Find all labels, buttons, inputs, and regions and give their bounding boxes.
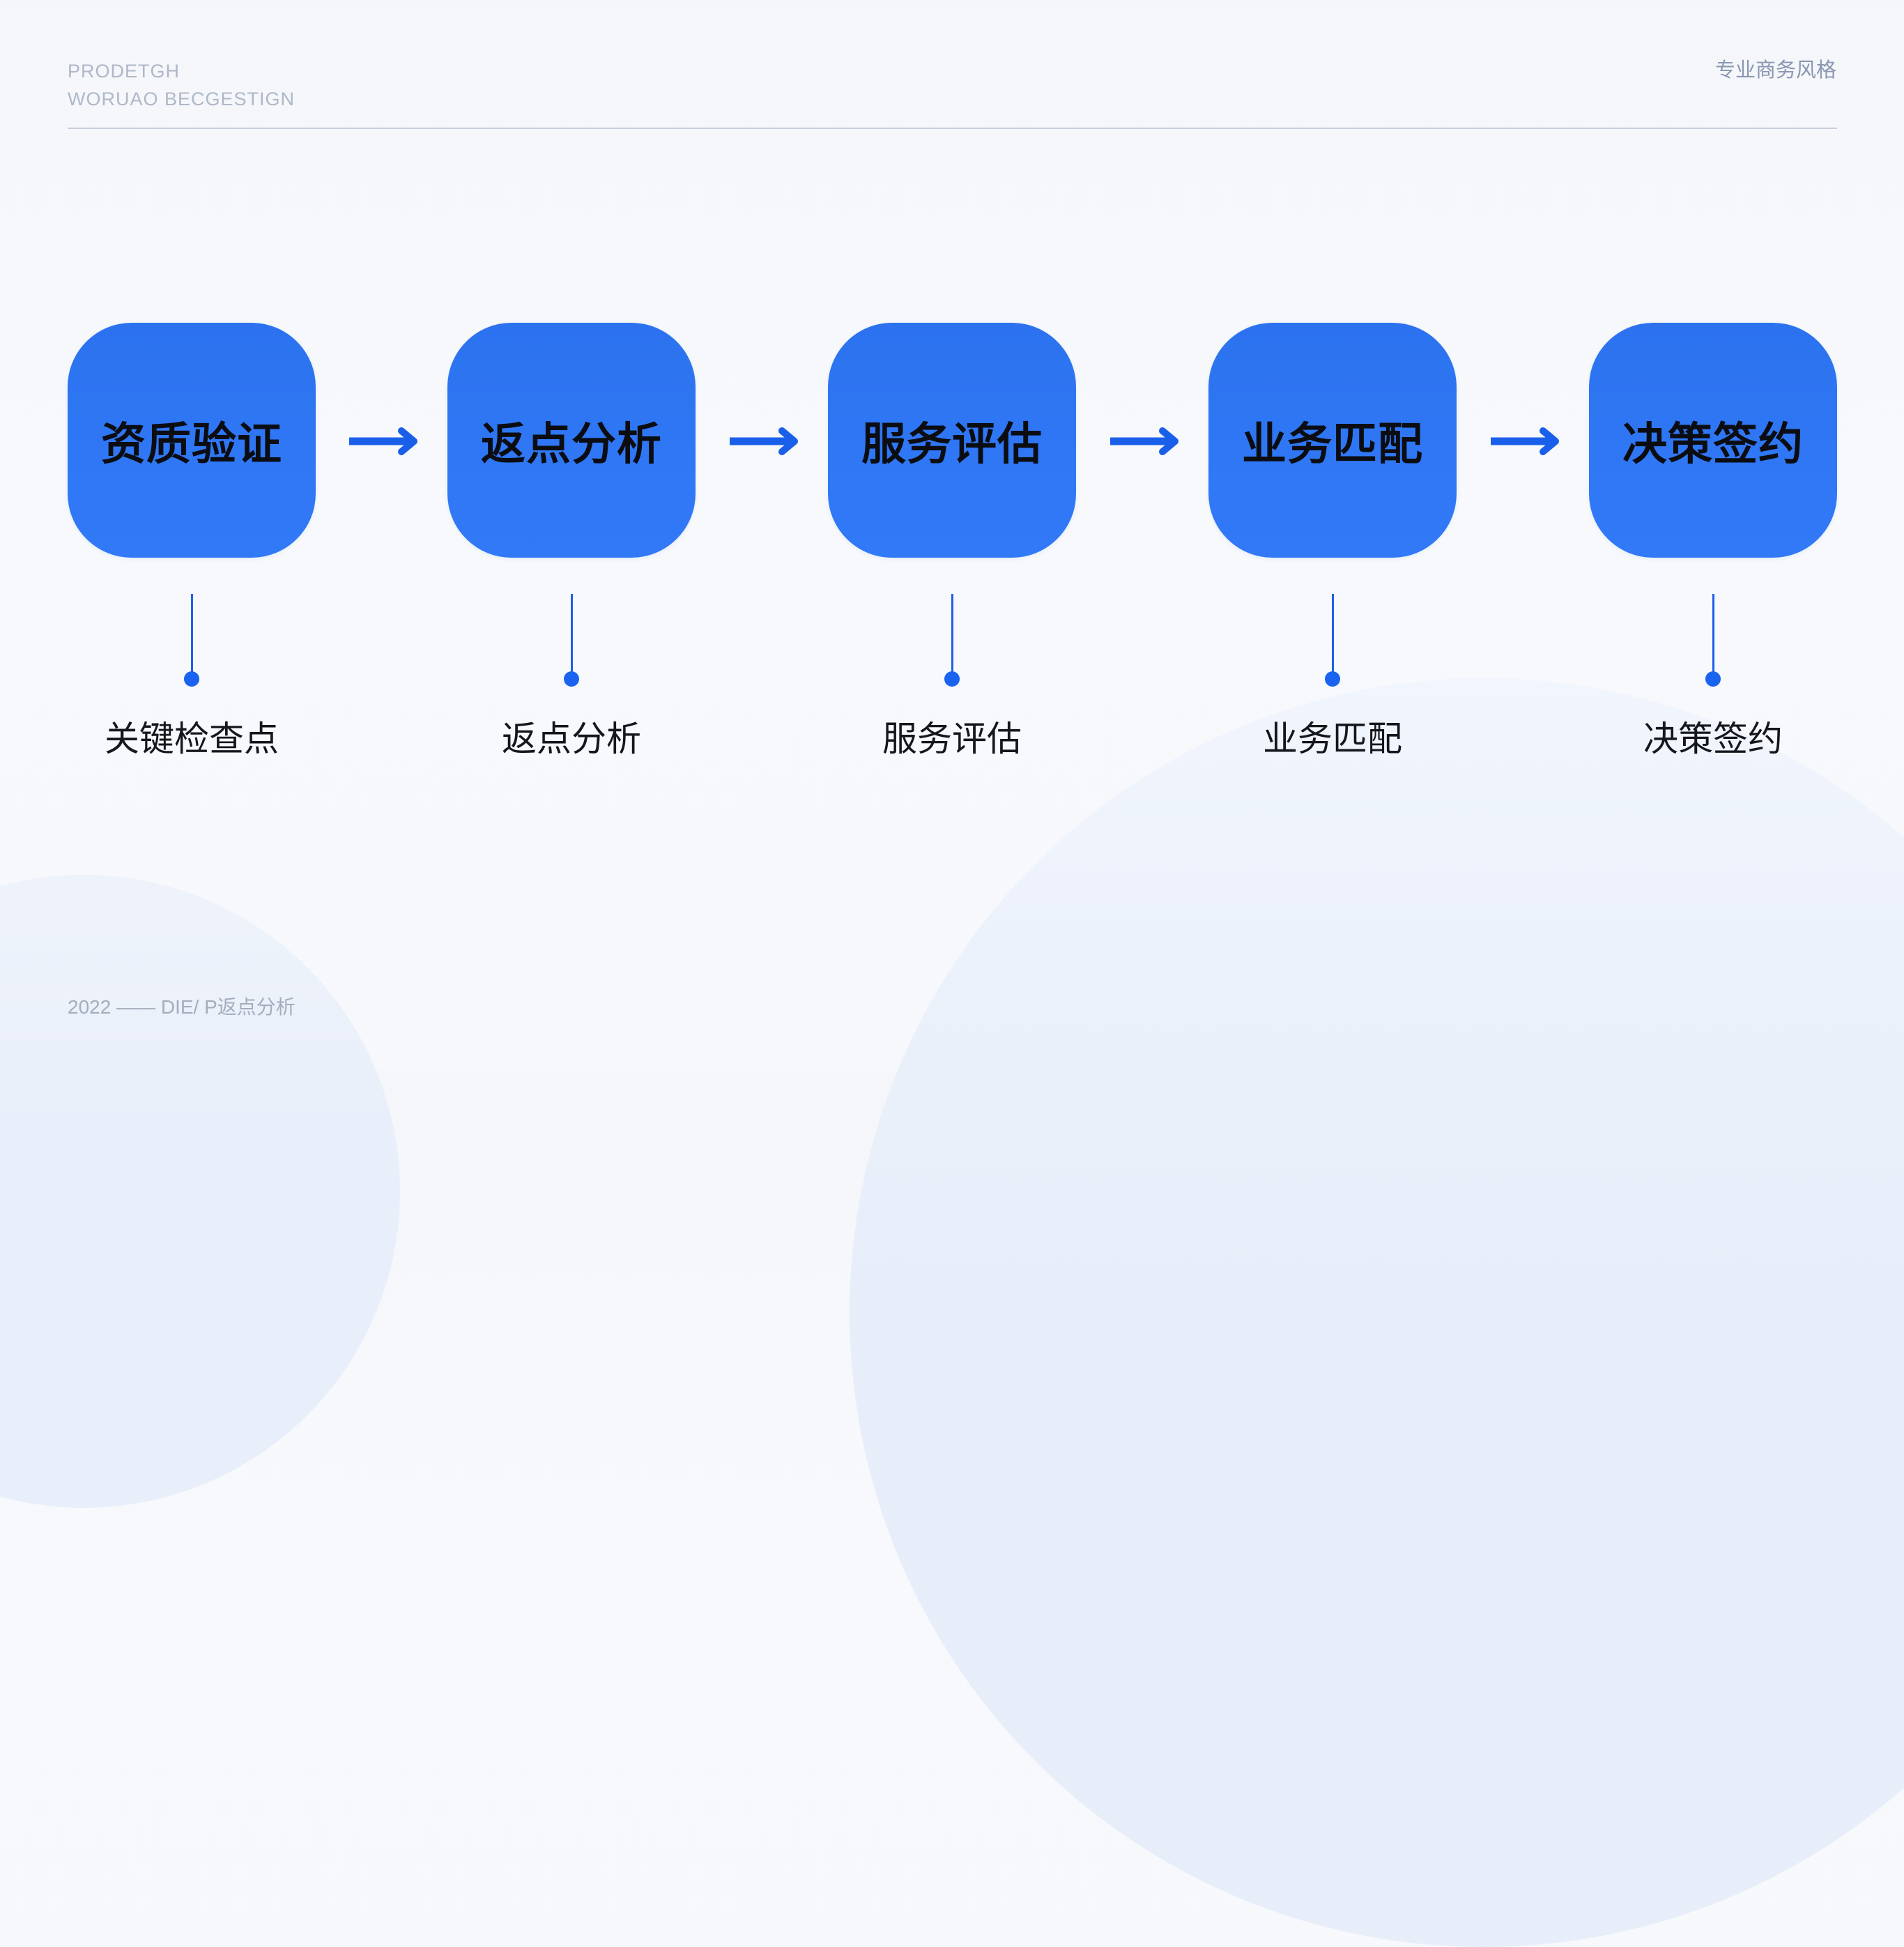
header-brand-line1: PRODETGH <box>68 61 181 82</box>
step-box-label: 业务匹配 <box>1242 418 1423 471</box>
header-brand-line2: WORUAO BECGESTIGN <box>68 89 295 109</box>
connector-dot-icon <box>1705 671 1721 687</box>
connector-dot-icon <box>564 671 579 687</box>
step-caption-2: 返点分析 <box>502 719 641 759</box>
step-box-3: 服务评估 <box>828 323 1076 558</box>
connector-line <box>571 594 573 676</box>
step-box-label: 服务评估 <box>861 418 1043 471</box>
step-box-2: 返点分析 <box>447 323 696 558</box>
connector-line <box>951 594 953 676</box>
step-box-5: 决策签约 <box>1589 323 1837 558</box>
connector-line <box>1332 594 1334 676</box>
step-caption-5: 决策签约 <box>1643 719 1783 759</box>
header-brand: PRODETGH WORUAO BECGESTIGN <box>68 57 295 113</box>
connector-dot-icon <box>1325 671 1340 687</box>
step-box-label: 资质验证 <box>101 418 282 471</box>
step-caption-4: 业务匹配 <box>1263 719 1402 759</box>
decorative-circle-large <box>850 678 1904 1947</box>
arrow-right-icon <box>1110 427 1179 455</box>
decorative-circle-small <box>0 875 400 1508</box>
arrow-right-icon <box>730 427 798 455</box>
step-caption-1: 关键检查点 <box>105 719 279 759</box>
step-caption-3: 服务评估 <box>882 719 1022 759</box>
step-box-label: 决策签约 <box>1622 418 1804 471</box>
footer-text: 2022 —— DIE/ P返点分析 <box>68 996 295 1018</box>
arrow-right-icon <box>1491 427 1559 455</box>
step-box-4: 业务匹配 <box>1208 323 1457 558</box>
arrow-right-icon <box>349 427 417 455</box>
connector-dot-icon <box>944 671 960 687</box>
header-divider <box>68 128 1837 129</box>
connector-dot-icon <box>184 671 199 687</box>
step-box-1: 资质验证 <box>68 323 316 558</box>
connector-line <box>1712 594 1714 676</box>
connector-line <box>191 594 193 676</box>
step-box-label: 返点分析 <box>481 418 662 471</box>
header-style-label: 专业商务风格 <box>1714 58 1836 82</box>
